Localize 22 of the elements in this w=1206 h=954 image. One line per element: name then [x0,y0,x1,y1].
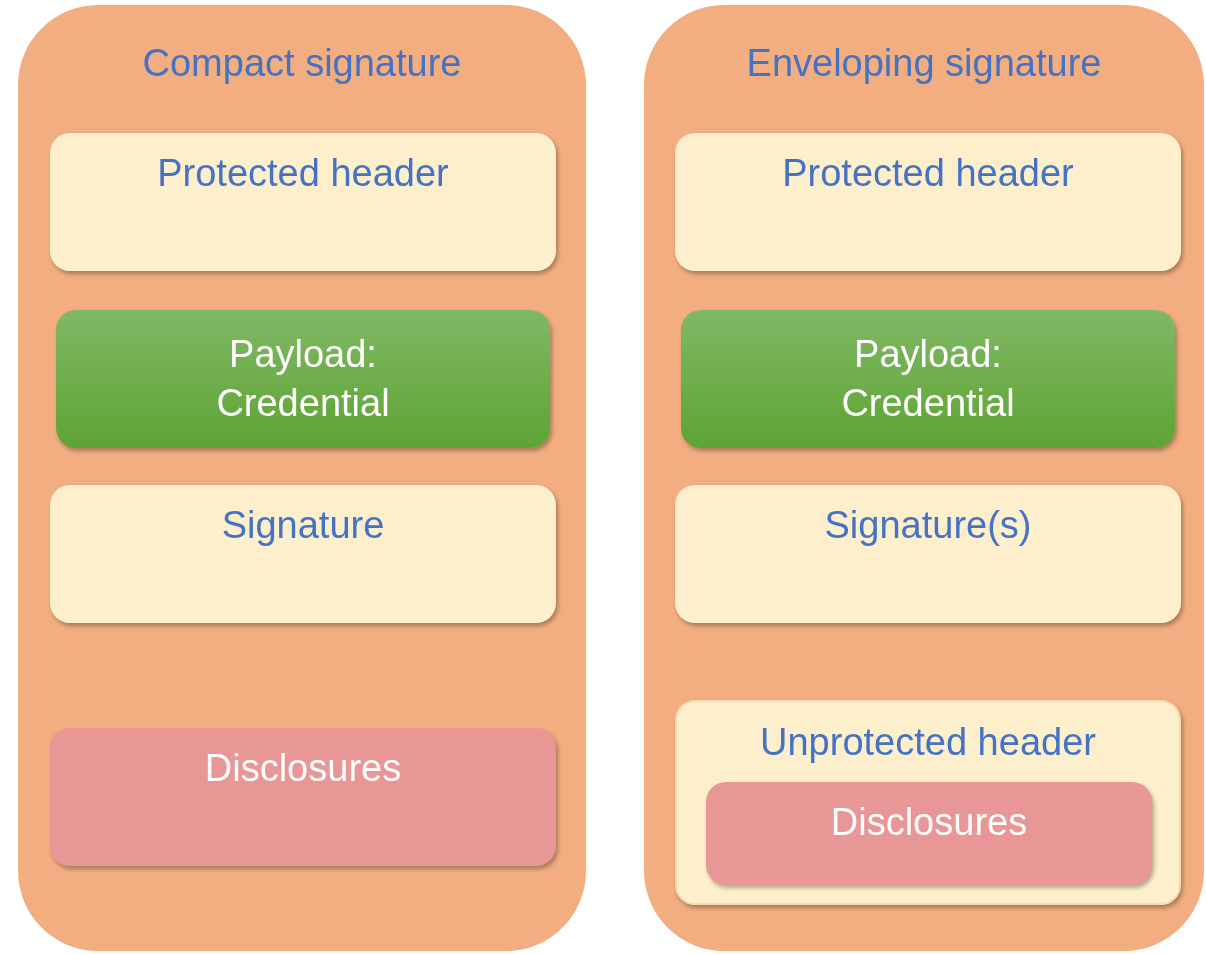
box-label: Disclosures [204,746,402,791]
signature-panel [18,5,586,951]
payload-box [56,310,550,448]
box-label: Unprotected header [760,720,1096,765]
panel-title: Compact signature [142,41,462,86]
header-box [50,133,556,271]
disclosures-box [706,782,1152,885]
signature-panel [644,5,1204,951]
box-label: Disclosures [830,800,1028,845]
panel-title: Enveloping signature [746,41,1102,86]
disclosures-box [50,728,556,866]
header-box [675,133,1181,271]
header-box [675,485,1181,623]
box-label: Signature [221,503,385,548]
box-label: Payload: Credential [215,331,391,426]
box-label: Payload: Credential [840,331,1016,426]
box-label: Protected header [157,151,449,196]
payload-box [681,310,1175,448]
header-box [50,485,556,623]
box-label: Protected header [782,151,1074,196]
header-box [675,700,1181,905]
box-label: Signature(s) [824,503,1032,548]
